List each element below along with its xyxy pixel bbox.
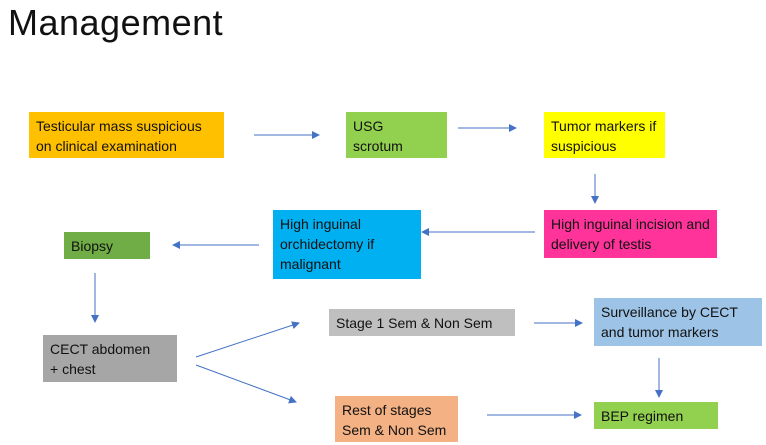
testicular-mass-text: Testicular mass suspicious on clinical e… bbox=[36, 118, 202, 154]
stage1-box: Stage 1 Sem & Non Sem bbox=[329, 309, 515, 336]
bep-regimen-box: BEP regimen bbox=[594, 402, 718, 429]
high-inguinal-incision-box: High inguinal incision and delivery of t… bbox=[544, 210, 717, 258]
testicular-mass-box: Testicular mass suspicious on clinical e… bbox=[29, 112, 224, 158]
usg-scrotum-text: USG scrotum bbox=[353, 118, 403, 154]
stage1-text: Stage 1 Sem & Non Sem bbox=[336, 315, 493, 331]
usg-scrotum-box: USG scrotum bbox=[346, 112, 447, 158]
arrow-cect-to-rest bbox=[195, 364, 297, 404]
tumor-markers-box: Tumor markers if suspicious bbox=[544, 112, 665, 158]
orchidectomy-text: High inguinal orchidectomy if malignant bbox=[280, 216, 375, 272]
cect-text: CECT abdomen + chest bbox=[50, 341, 151, 377]
biopsy-text: Biopsy bbox=[71, 238, 114, 254]
surveillance-box: Surveillance by CECT and tumor markers bbox=[594, 298, 762, 346]
bep-regimen-text: BEP regimen bbox=[601, 408, 684, 424]
biopsy-box: Biopsy bbox=[64, 232, 150, 259]
page-title: Management bbox=[8, 2, 224, 43]
rest-stages-text: Rest of stages Sem & Non Sem bbox=[342, 402, 447, 438]
arrow-cect-to-stage1 bbox=[195, 321, 300, 358]
orchidectomy-box: High inguinal orchidectomy if malignant bbox=[273, 210, 421, 279]
surveillance-text: Surveillance by CECT and tumor markers bbox=[601, 304, 738, 340]
high-inguinal-incision-text: High inguinal incision and delivery of t… bbox=[551, 216, 710, 252]
tumor-markers-text: Tumor markers if suspicious bbox=[551, 118, 657, 154]
cect-box: CECT abdomen + chest bbox=[43, 335, 177, 382]
rest-stages-box: Rest of stages Sem & Non Sem bbox=[335, 396, 458, 442]
